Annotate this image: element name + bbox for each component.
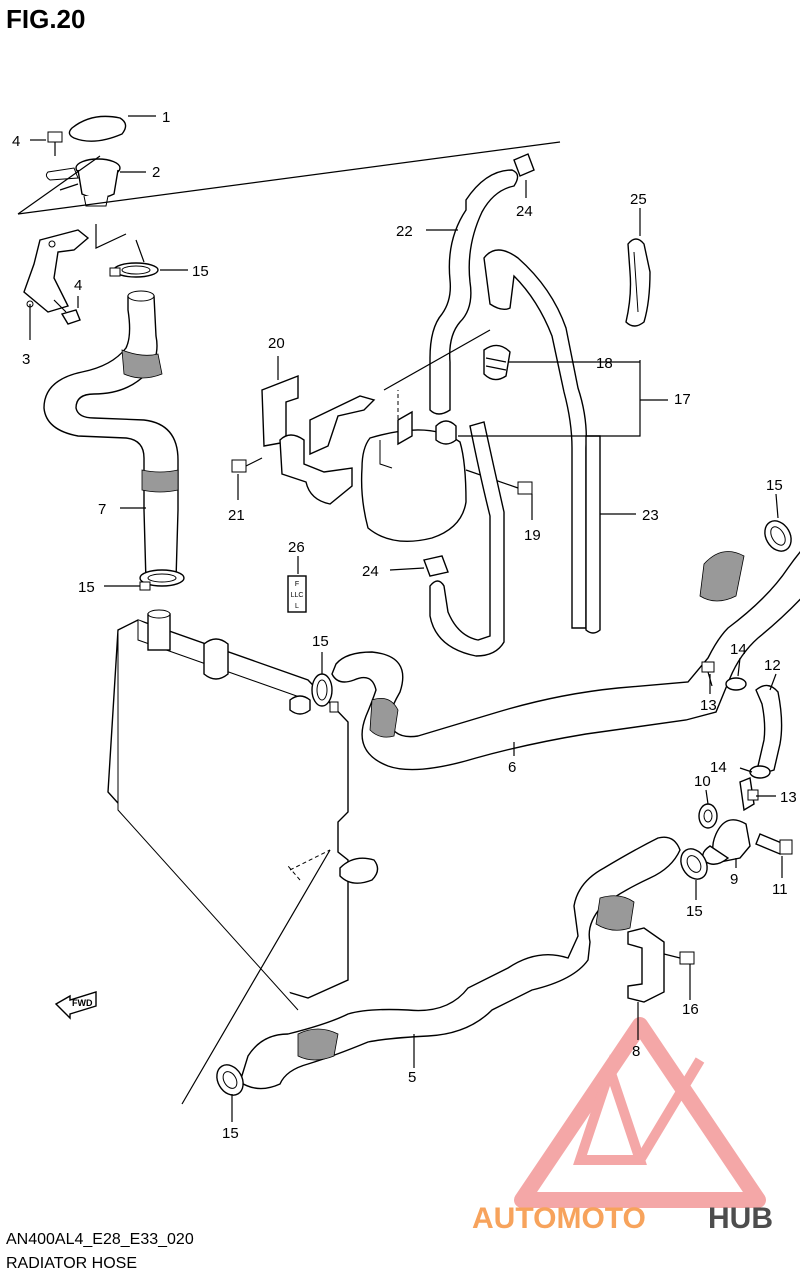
callout-25: 25 [630, 191, 647, 208]
watermark-text-auto: AUTOMOTO [472, 1202, 646, 1235]
section-name: RADIATOR HOSE [6, 1255, 137, 1272]
part-6-hose [331, 551, 800, 771]
part-20-bracket [261, 374, 376, 505]
watermark-text-hub: HUB [708, 1202, 773, 1235]
reservoir-tank [360, 410, 467, 543]
callout-15-c: 15 [312, 633, 329, 650]
callout-14-lower: 14 [710, 759, 727, 776]
fwd-arrow-icon: FWD [54, 991, 97, 1020]
radiator [107, 609, 379, 1011]
callout-14-upper: 14 [730, 641, 747, 658]
callout-15-e: 15 [686, 903, 703, 920]
callout-22: 22 [396, 223, 413, 240]
callout-10: 10 [694, 773, 711, 790]
callout-23: 23 [642, 507, 659, 524]
callout-11: 11 [772, 881, 788, 898]
figure-title: FIG.20 [6, 4, 86, 34]
callout-7: 7 [98, 501, 106, 518]
callout-15-d: 15 [766, 477, 783, 494]
reservoir-drain-hose [429, 421, 505, 657]
part-24-clip-top [513, 153, 535, 177]
part-14-clamp-lower [749, 765, 771, 779]
part-14-clamp-upper [725, 677, 747, 691]
callout-13-lower: 13 [780, 789, 797, 806]
part-4-bolt-lower [53, 299, 81, 325]
callout-3: 3 [22, 351, 30, 368]
leader-lines [29, 115, 783, 1122]
part-25-strap [625, 238, 651, 327]
part-18-tank-cap [483, 344, 511, 381]
callout-15-b: 15 [78, 579, 95, 596]
callout-15-a: 15 [192, 263, 209, 280]
callout-21: 21 [228, 507, 245, 524]
part-11-bolt [755, 833, 793, 855]
part-13-bolt-lower [747, 789, 759, 801]
callout-15-f: 15 [222, 1125, 239, 1142]
callout-24-mid: 24 [362, 563, 379, 580]
callout-17: 17 [674, 391, 691, 408]
callout-20: 20 [268, 335, 285, 352]
label-tag-line-2: LLC [291, 592, 304, 599]
label-tag-line-1: F [295, 581, 299, 588]
callout-8: 8 [632, 1043, 640, 1060]
part-5-hose [239, 836, 681, 1090]
model-code: AN400AL4_E28_E33_020 [6, 1231, 194, 1248]
watermark-logo: AUTOMOTO HUB [472, 1017, 773, 1235]
callout-6: 6 [508, 759, 516, 776]
watermark-text: AUTOMOTO HUB [472, 1202, 773, 1235]
part-15-clamp-a [109, 262, 159, 278]
label-tag-line-3: L [295, 603, 299, 610]
part-21-bolt [231, 457, 263, 473]
part-22-hose [429, 169, 519, 415]
part-4-bolt-top [47, 131, 63, 156]
callout-24-top: 24 [516, 203, 533, 220]
callout-labels: 1 2 3 4 4 5 6 7 8 9 10 11 12 13 13 14 14… [12, 109, 797, 1142]
part-15-clamp-f [216, 1064, 244, 1096]
callout-19: 19 [524, 527, 541, 544]
callout-4-lower: 4 [74, 277, 82, 294]
part-10-o-ring [698, 803, 718, 829]
callout-9: 9 [730, 871, 738, 888]
callout-26: 26 [288, 539, 305, 556]
part-26-label-tag: F LLC L [287, 575, 307, 613]
part-15-clamp-e [680, 848, 708, 880]
callout-18: 18 [596, 355, 613, 372]
part-23-hose [585, 435, 601, 634]
part-12-hose [755, 684, 783, 773]
callout-4-top: 4 [12, 133, 20, 150]
callout-2: 2 [152, 164, 160, 181]
part-7-hose [43, 290, 179, 587]
part-15-clamp-b [139, 569, 185, 591]
part-1-radiator-cap [68, 115, 127, 142]
callout-1: 1 [162, 109, 170, 126]
callout-16: 16 [682, 1001, 699, 1018]
part-9-thermostat-housing [702, 777, 755, 865]
overflow-hose-right [483, 249, 588, 629]
callout-5: 5 [408, 1069, 416, 1086]
part-2-filler-neck [45, 158, 121, 207]
callout-12: 12 [764, 657, 781, 674]
part-8-bracket [627, 927, 665, 1003]
part-24-clip-mid [423, 555, 449, 577]
part-15-clamp-d [764, 520, 792, 552]
fwd-arrow-label: FWD [72, 998, 93, 1008]
part-16-bolt [663, 951, 695, 965]
part-15-clamp-c [311, 673, 339, 713]
callout-13-upper: 13 [700, 697, 717, 714]
